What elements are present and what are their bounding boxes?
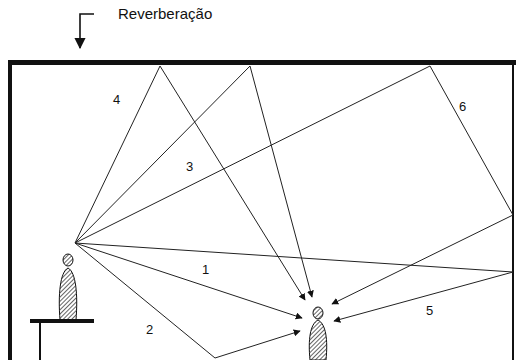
- callout-number: 1: [200, 263, 211, 277]
- left-wall: [8, 60, 12, 360]
- heading-label: Reverberação: [116, 6, 214, 23]
- callout-arrow: [80, 14, 94, 48]
- podium-top: [30, 319, 94, 323]
- listener-figure: [309, 307, 326, 360]
- callout-number: 4: [111, 93, 122, 107]
- callout-number: 3: [184, 160, 195, 174]
- ray-1: [75, 243, 302, 318]
- right-wall: [512, 62, 514, 360]
- speaker-head: [63, 254, 73, 266]
- ceiling-wall: [8, 60, 516, 65]
- listener-head: [313, 307, 323, 319]
- speaker-body: [59, 268, 76, 320]
- ray-6: [75, 66, 513, 304]
- ray-5: [75, 243, 513, 321]
- callout-number: 5: [424, 304, 435, 318]
- sound-rays: [75, 66, 513, 358]
- podium-leg: [39, 323, 41, 360]
- speaker-figure: [59, 254, 76, 320]
- ray-4: [75, 66, 305, 300]
- ray-3: [75, 66, 312, 297]
- listener-body: [309, 320, 326, 360]
- ray-2: [75, 243, 300, 358]
- callout-number: 6: [457, 100, 468, 114]
- callout-number: 2: [144, 323, 155, 337]
